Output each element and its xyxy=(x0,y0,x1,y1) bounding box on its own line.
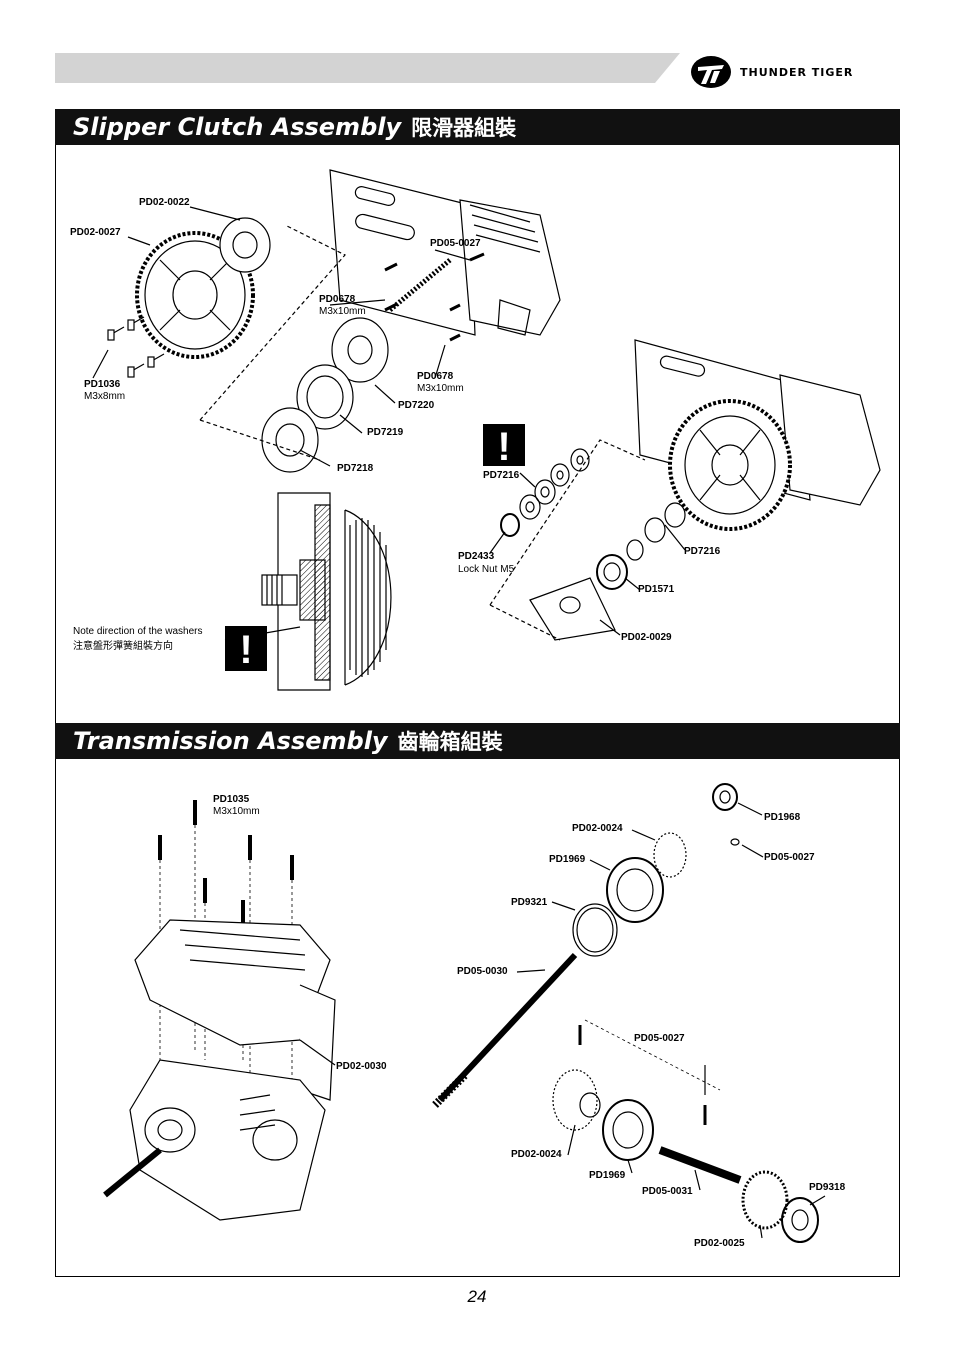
shaft-drawing xyxy=(388,258,452,312)
part-label: PD1036 xyxy=(84,379,121,390)
section-title: Slipper Clutch Assembly xyxy=(73,113,402,141)
thunder-tiger-logo-icon xyxy=(691,56,731,88)
svg-text:!: ! xyxy=(497,425,510,469)
part-label: PD02-0024 xyxy=(572,823,623,834)
part-label: PD0678 xyxy=(319,294,356,305)
motor-plate-drawing xyxy=(329,169,561,336)
part-label: PD05-0030 xyxy=(457,966,508,977)
part-desc: Lock Nut M5 xyxy=(458,564,515,575)
part-label: PD02-0030 xyxy=(336,1061,387,1072)
gearbox-top-drawing xyxy=(134,919,336,1101)
part-label: PD02-0025 xyxy=(694,1238,745,1249)
part-label: PD7216 xyxy=(483,470,520,481)
part-label: PD05-0027 xyxy=(430,238,481,249)
section-header-transmission: Transmission Assembly 齒輪箱組裝 xyxy=(55,723,900,759)
assembled-slipper-drawing xyxy=(634,339,881,531)
warning-icon: ! xyxy=(483,424,525,469)
washer-pd7218-drawing xyxy=(261,407,319,473)
section-header-slipper: Slipper Clutch Assembly 限滑器組裝 xyxy=(55,109,900,145)
part-label: PD7216 xyxy=(684,546,721,557)
part-label: PD1968 xyxy=(764,812,801,823)
header-bar xyxy=(55,53,680,83)
gearbox-bottom-drawing xyxy=(103,1059,326,1221)
washer-note: Note direction of the washers 注意盤形彈簧組裝方向 xyxy=(73,624,203,654)
part-label: PD7218 xyxy=(337,463,374,474)
part-label: PD02-0024 xyxy=(511,1149,562,1160)
part-label: PD05-0027 xyxy=(634,1033,685,1044)
slipper-stack-drawing xyxy=(489,439,686,641)
part-label: PD7219 xyxy=(367,427,404,438)
part-label: PD05-0027 xyxy=(764,852,815,863)
part-size: M3x10mm xyxy=(319,306,366,317)
part-label: PD7220 xyxy=(398,400,435,411)
part-label: PD0678 xyxy=(417,371,454,382)
section-title: Transmission Assembly xyxy=(73,727,388,755)
part-label: PD1035 xyxy=(213,794,250,805)
part-size: M3x8mm xyxy=(84,391,126,402)
slipper-hub-drawing xyxy=(219,217,271,273)
pressure-plate-drawing xyxy=(331,317,389,383)
note-text-zh: 注意盤形彈簧組裝方向 xyxy=(73,641,173,652)
brand-name: THUNDER TIGER xyxy=(740,65,854,79)
transmission-shaft-drawing xyxy=(432,783,819,1243)
screws-pd1036 xyxy=(107,316,165,378)
part-label: PD02-0022 xyxy=(139,197,190,208)
part-label: PD02-0029 xyxy=(621,632,672,643)
part-label: PD1969 xyxy=(589,1170,626,1181)
cross-section-drawing xyxy=(224,492,392,691)
part-label: PD02-0027 xyxy=(70,227,121,238)
svg-text:!: ! xyxy=(239,628,252,672)
part-label: PD9318 xyxy=(809,1182,846,1193)
spur-gear-drawing xyxy=(135,231,255,359)
washer-pd7219-drawing xyxy=(296,364,354,430)
part-label: PD05-0031 xyxy=(642,1186,693,1197)
part-label: PD2433 xyxy=(458,551,495,562)
part-size: M3x10mm xyxy=(417,383,464,394)
page-number: 24 xyxy=(467,1287,487,1306)
brand-logo: THUNDER TIGER xyxy=(690,55,853,89)
section-title-zh: 限滑器組裝 xyxy=(411,116,517,140)
note-text-en: Note direction of the washers xyxy=(73,626,203,637)
part-label: PD1571 xyxy=(638,584,675,595)
part-label: PD1969 xyxy=(549,854,586,865)
part-label: PD9321 xyxy=(511,897,548,908)
section-title-zh: 齒輪箱組裝 xyxy=(397,730,503,754)
warning-icon: ! xyxy=(225,626,267,672)
part-size: M3x10mm xyxy=(213,806,260,817)
